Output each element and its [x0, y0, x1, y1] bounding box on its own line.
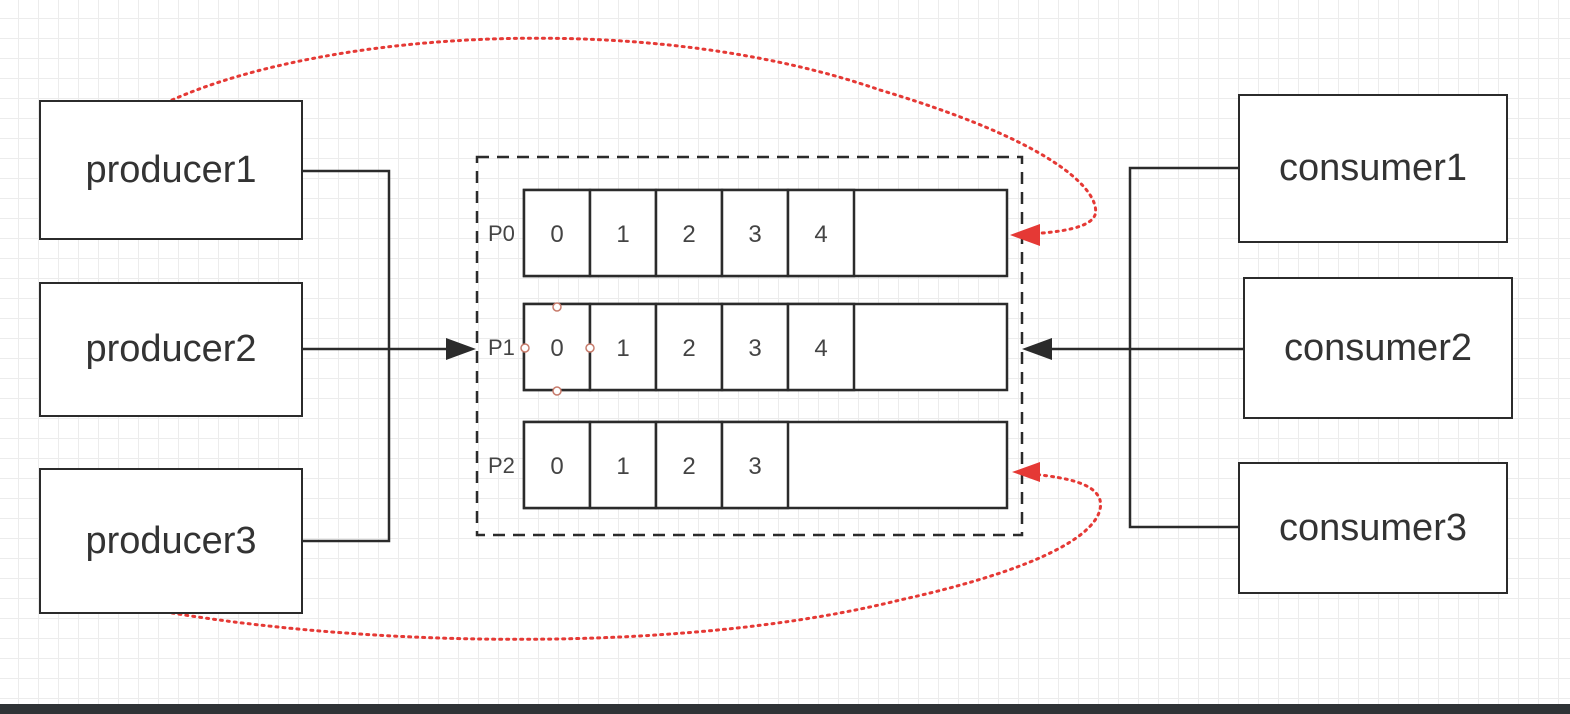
- offset-label: 1: [616, 453, 629, 480]
- p2-red-arrowhead: [1012, 462, 1040, 482]
- offset-cell[interactable]: [720, 188, 790, 278]
- partition-label: P2: [488, 453, 515, 478]
- p0-red-arrowhead: [1010, 224, 1040, 246]
- partition-p2[interactable]: 0 1 2 3 P2: [488, 420, 1009, 510]
- selection-handle-bottom[interactable]: [552, 386, 562, 396]
- offset-label: 3: [748, 221, 761, 248]
- consumer2-label: consumer2: [1284, 326, 1472, 369]
- offset-label: 1: [616, 221, 629, 248]
- partition-label: P1: [488, 335, 515, 360]
- offset-cell[interactable]: [786, 188, 856, 278]
- offset-cell[interactable]: [588, 188, 658, 278]
- consumer2-node[interactable]: consumer2: [1243, 277, 1513, 419]
- producer3-to-p2-dotted-curve: [170, 472, 1103, 641]
- partition-p0[interactable]: 0 1 2 3 4 P0: [488, 188, 1009, 278]
- offset-cell[interactable]: [720, 420, 790, 510]
- offset-label: 2: [682, 335, 695, 362]
- producer1-to-p0-dotted-curve: [170, 36, 1098, 236]
- offset-cell[interactable]: [654, 188, 724, 278]
- selection-handle-left[interactable]: [520, 343, 530, 353]
- producer3-node[interactable]: producer3: [39, 468, 303, 614]
- offset-cell[interactable]: [720, 302, 790, 392]
- consumer-arrowhead: [1022, 338, 1052, 360]
- producer1-connector: [303, 169, 391, 543]
- offset-cell[interactable]: [588, 302, 658, 392]
- selection-handle-top[interactable]: [552, 302, 562, 312]
- offset-label: 2: [682, 453, 695, 480]
- offset-label: 0: [550, 221, 563, 248]
- producer-arrowhead: [446, 338, 476, 360]
- partition-label: P0: [488, 221, 515, 246]
- offset-label: 0: [550, 453, 563, 480]
- consumer3-label: consumer3: [1279, 506, 1467, 549]
- offset-label: 3: [748, 335, 761, 362]
- offset-cell[interactable]: [522, 302, 592, 392]
- producer1-node[interactable]: producer1: [39, 100, 303, 240]
- consumer3-node[interactable]: consumer3: [1238, 462, 1508, 594]
- offset-label: 3: [748, 453, 761, 480]
- offset-label: 2: [682, 221, 695, 248]
- offset-label: 4: [814, 221, 827, 248]
- producer2-label: producer2: [85, 328, 257, 370]
- bottom-bar: [0, 704, 1570, 714]
- producer1-label: producer1: [85, 148, 257, 191]
- producer3-label: producer3: [85, 519, 257, 562]
- offset-label: 4: [814, 335, 827, 362]
- offset-cell[interactable]: [522, 420, 592, 510]
- offset-cell[interactable]: [588, 420, 658, 510]
- producer2-node[interactable]: producer2: [39, 282, 303, 417]
- consumer1-node[interactable]: consumer1: [1238, 94, 1508, 243]
- offset-cell[interactable]: [786, 302, 856, 392]
- consumer-bus-connector: [1128, 166, 1238, 529]
- selection-handle-right[interactable]: [585, 343, 595, 353]
- partition-p1[interactable]: 0 1 2 3 4 P1: [488, 302, 1009, 392]
- offset-label: 0: [550, 335, 563, 362]
- consumer1-label: consumer1: [1279, 147, 1467, 189]
- offset-label: 1: [616, 335, 629, 362]
